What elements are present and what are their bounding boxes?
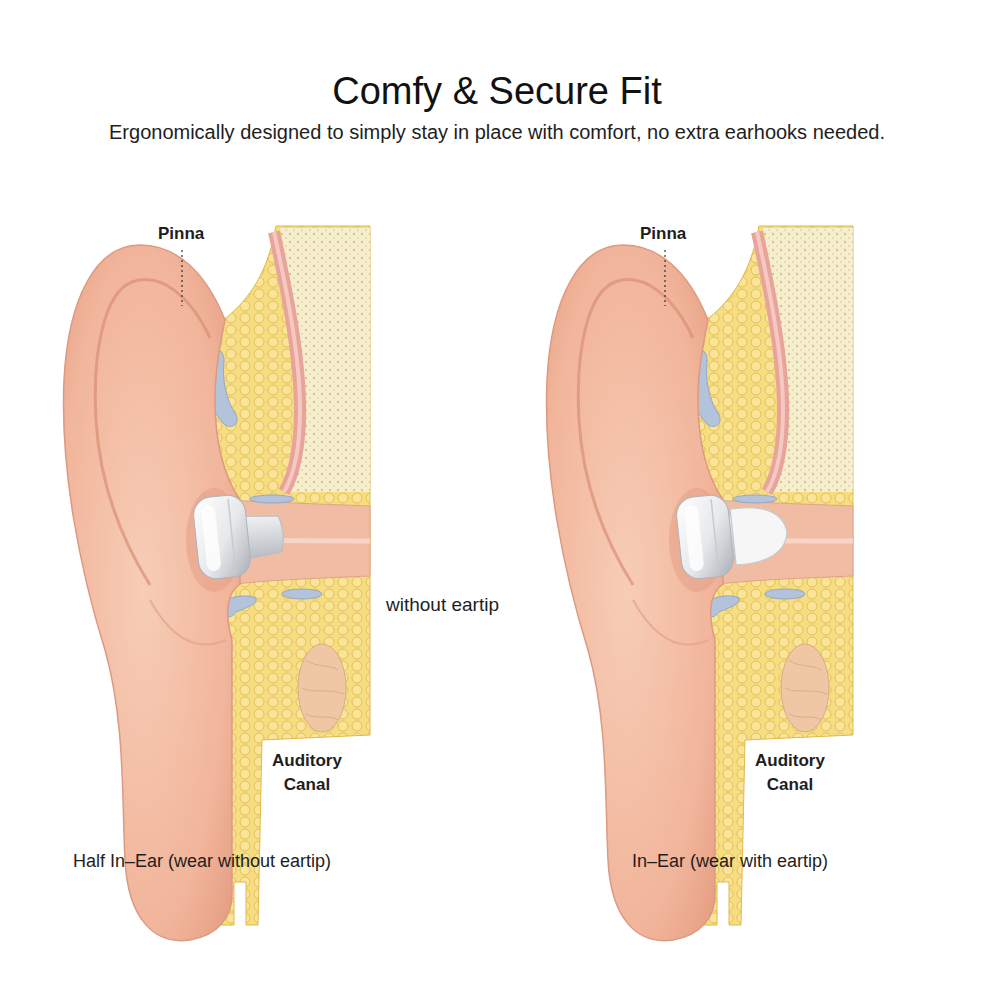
earbud-seam — [711, 499, 719, 573]
leader-line — [181, 250, 182, 306]
ear-section-right — [546, 226, 853, 941]
title-text: Comfy & Secure Fit — [332, 70, 661, 113]
ear-section-left — [63, 226, 370, 941]
earbud-body — [675, 494, 735, 581]
earbud-left — [192, 490, 287, 581]
part-label: Pinna — [640, 224, 686, 244]
part-label: Auditory Canal — [262, 749, 352, 797]
earbud-shine — [201, 505, 222, 572]
earbud-shine — [684, 505, 705, 572]
part-label: Auditory Canal — [745, 749, 835, 797]
caption-text: Half In–Ear (wear without eartip) — [73, 851, 331, 872]
caption-text: In–Ear (wear with eartip) — [632, 851, 828, 872]
subtitle-text: Ergonomically designed to simply stay in… — [109, 121, 885, 144]
eartip — [730, 503, 790, 565]
part-label: Pinna — [158, 224, 204, 244]
leader-line — [664, 250, 665, 306]
earbud-body — [192, 494, 252, 581]
earbud-seam — [228, 499, 236, 573]
earbud-right — [675, 488, 791, 581]
note-label: without eartip — [386, 594, 499, 616]
